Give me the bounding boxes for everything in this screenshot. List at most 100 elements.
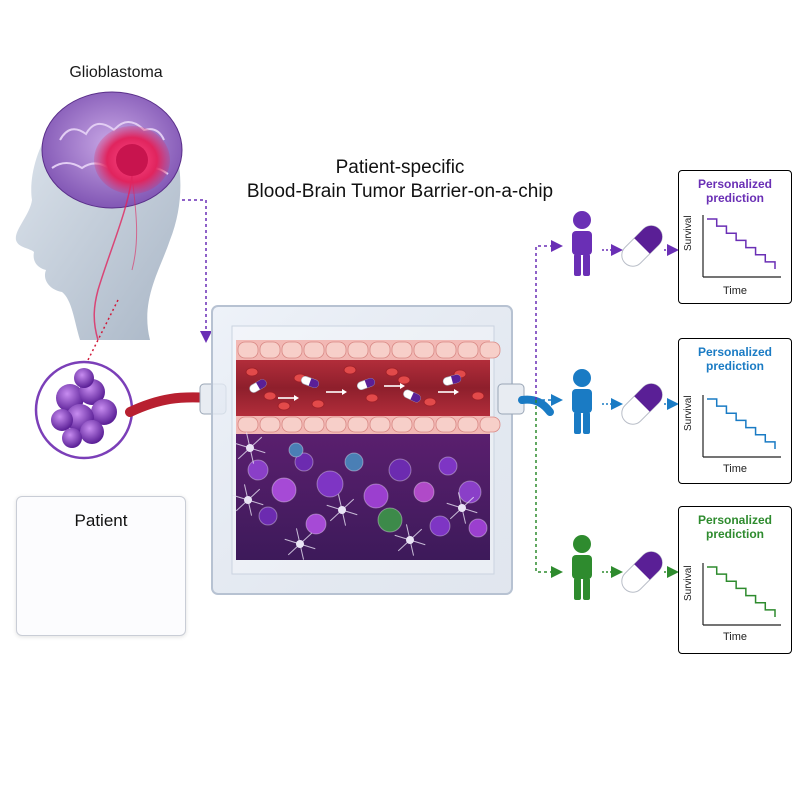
tumor-cell: [316, 470, 344, 498]
tumor-cell-cluster-icon: [34, 360, 134, 460]
astrocyte-icon: [284, 528, 316, 560]
red-blood-cell: [277, 401, 291, 411]
endothelial-cell: [347, 341, 369, 359]
tumor-cell: [438, 456, 458, 476]
patient-figure-purple-icon: [572, 211, 592, 276]
tumor-cell: [294, 452, 314, 472]
prediction-card-title: Personalized prediction: [679, 345, 791, 373]
survival-step-curve: [707, 566, 776, 617]
survival-step-curve: [707, 398, 776, 449]
connector-head-to-cluster: [87, 299, 119, 361]
endothelial-cell: [303, 416, 325, 433]
tumor-cell: [363, 483, 389, 509]
tumor-cell: [305, 513, 327, 535]
endothelial-cell: [413, 341, 435, 359]
red-blood-cell: [397, 375, 411, 385]
patient-figure-green-icon: [572, 535, 592, 600]
astrocyte-icon: [232, 484, 264, 516]
endothelial-cell: [479, 341, 501, 359]
drug-capsule-green-row-icon: [621, 551, 663, 593]
tumor-cell: [247, 459, 269, 481]
time-axis-label: Time: [722, 463, 748, 475]
red-blood-cell: [311, 399, 325, 409]
glioblastoma-label: Glioblastoma: [69, 64, 163, 81]
drug-capsule-purple-icon: [621, 225, 663, 267]
tumor-cell: [429, 515, 451, 537]
drug-capsule-icon: [442, 374, 462, 386]
tumor-cell: [377, 507, 403, 533]
drug-capsule-icon: [357, 377, 375, 391]
endothelial-cell: [347, 416, 369, 433]
connector-brain-to-chip: [182, 199, 212, 343]
branch-connector-low: [535, 400, 563, 578]
endothelial-cell: [237, 341, 259, 359]
astrocyte-icon: [446, 492, 478, 524]
red-blood-cell: [343, 365, 357, 375]
endothelial-cell: [325, 416, 347, 433]
diagram-title: Patient-specific Blood-Brain Tumor Barri…: [210, 156, 590, 204]
title-line-2: Blood-Brain Tumor Barrier-on-a-chip: [246, 181, 554, 202]
endothelial-cell: [281, 416, 303, 433]
tumor-cell: [468, 518, 488, 538]
endothelial-cell: [259, 416, 281, 433]
drug-capsule-blue-row-icon: [621, 383, 663, 425]
endothelial-cell: [281, 341, 303, 359]
endothelial-cell: [435, 416, 457, 433]
prediction-title-line-1: Personalized: [697, 345, 773, 359]
endothelial-cell: [435, 341, 457, 359]
prediction-card-title: Personalized prediction: [679, 513, 791, 541]
endothelial-cell: [479, 416, 501, 433]
endothelial-cell: [391, 341, 413, 359]
patient-group-box: Patient: [16, 496, 186, 636]
endothelial-cell: [325, 341, 347, 359]
tumor-cell: [271, 477, 297, 503]
red-blood-cell: [245, 367, 259, 377]
prediction-title-line-1: Personalized: [697, 513, 773, 527]
survival-curve-plot: [702, 563, 781, 626]
endothelial-cell: [391, 416, 413, 433]
tumor-cell: [388, 458, 412, 482]
endothelial-cell: [457, 416, 479, 433]
red-blood-cell: [263, 391, 277, 401]
outlet-tube: [518, 395, 554, 416]
drug-capsule-icon: [403, 389, 421, 403]
tumor-cell: [288, 442, 304, 458]
survival-step-curve: [707, 218, 776, 269]
patient-figure-blue-icon: [572, 369, 592, 434]
title-line-1: Patient-specific: [335, 157, 465, 178]
survival-curve-plot: [702, 395, 781, 458]
endothelial-cell: [237, 416, 259, 433]
drug-capsule-icon: [301, 375, 319, 389]
astrocyte-icon: [234, 432, 266, 464]
tumor-cell: [344, 452, 364, 472]
drug-capsule-icon: [249, 379, 267, 393]
tumor-cell: [458, 480, 482, 504]
endothelial-cell: [369, 341, 391, 359]
prediction-title-line-2: prediction: [705, 359, 764, 373]
tumor-cell: [413, 481, 435, 503]
prediction-title-line-1: Personalized: [697, 177, 773, 191]
endothelial-cell: [369, 416, 391, 433]
branch-connector: [535, 240, 563, 400]
prediction-card-title: Personalized prediction: [679, 177, 791, 205]
red-blood-cell: [365, 393, 379, 403]
astrocyte-icon: [394, 524, 426, 556]
patient-box-title: Patient: [74, 511, 128, 530]
inlet-tube: [125, 392, 215, 417]
prediction-title-line-2: prediction: [705, 191, 764, 205]
red-blood-cell: [471, 391, 485, 401]
tumor-cell: [258, 506, 278, 526]
chip-cells-layer: [232, 341, 501, 560]
endothelial-cell: [303, 341, 325, 359]
endothelial-cell: [259, 341, 281, 359]
time-axis-label: Time: [722, 285, 748, 297]
endothelial-cell: [413, 416, 435, 433]
endothelial-cell: [457, 341, 479, 359]
astrocyte-icon: [326, 494, 358, 526]
prediction-card-green: Personalized prediction Survival Time: [678, 506, 792, 654]
survival-curve-plot: [702, 215, 781, 278]
prediction-title-line-2: prediction: [705, 527, 764, 541]
prediction-card-purple: Personalized prediction Survival Time: [678, 170, 792, 304]
red-blood-cell: [385, 367, 399, 377]
